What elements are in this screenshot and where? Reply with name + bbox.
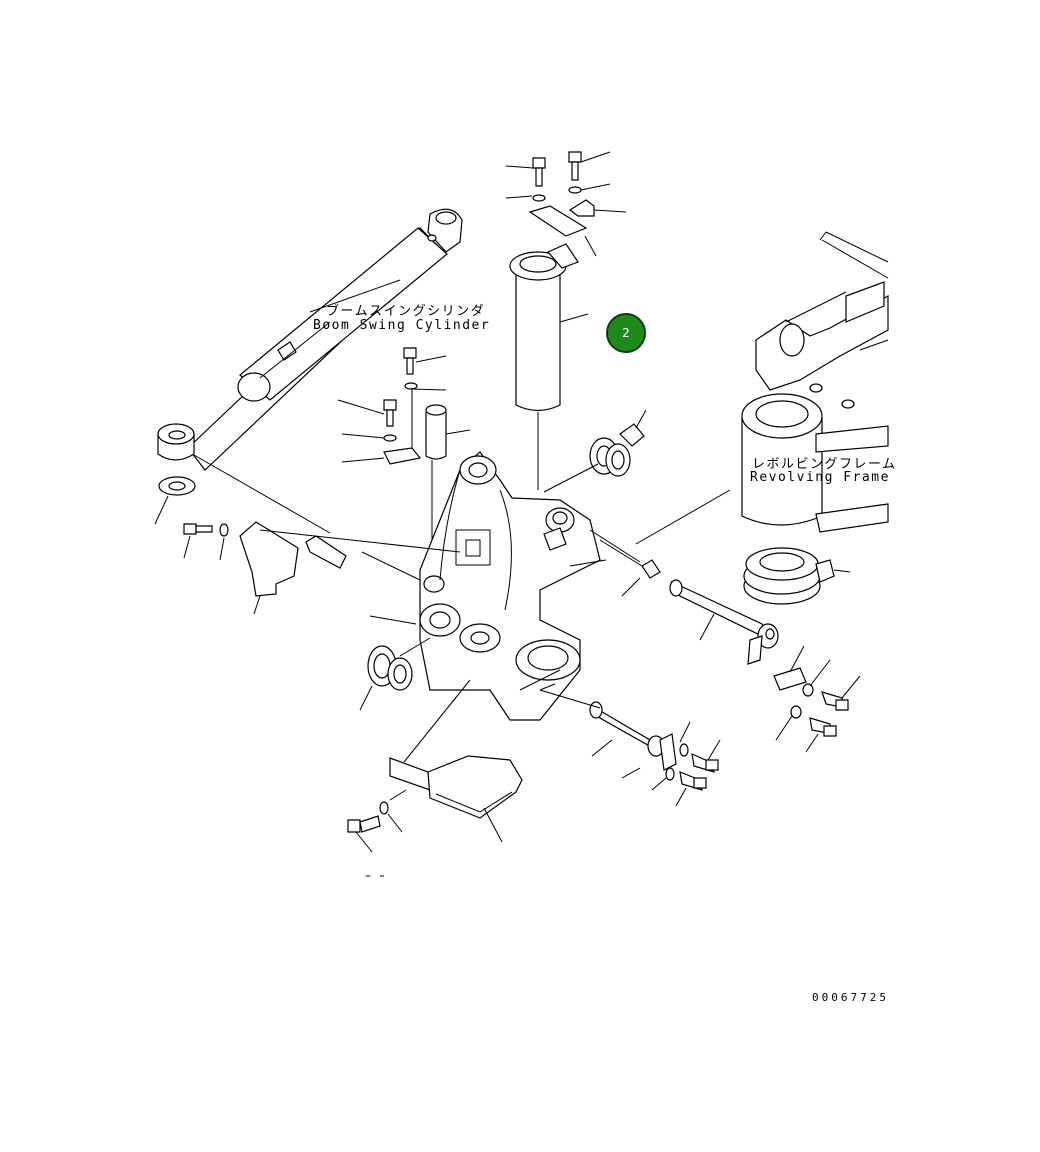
drawing-id: 00067725 <box>812 991 889 1004</box>
revolving-frame-label-en: Revolving Frame <box>750 470 890 485</box>
part-callout-number: 2 <box>622 326 630 340</box>
swing-bracket <box>362 452 640 720</box>
center-left-hardware <box>338 348 470 570</box>
lock-plate-bolts-right <box>774 646 860 752</box>
revolving-frame <box>636 232 888 544</box>
frame-bushing <box>744 548 850 604</box>
revolving-frame-label-jp: レボルビングフレーム <box>752 457 897 472</box>
part-callout-marker[interactable]: 2 <box>606 313 646 353</box>
short-pin-lower <box>540 690 664 756</box>
lock-plate-bolts-lower <box>622 722 720 806</box>
grease-fitting <box>600 540 660 596</box>
bottom-cover <box>348 680 522 876</box>
thrust-washers-right <box>544 410 646 492</box>
long-pin-right <box>670 580 778 664</box>
boom-swing-cylinder-label-en: Boom Swing Cylinder <box>313 318 491 333</box>
upper-bolts-and-plates <box>506 152 626 256</box>
boom-swing-cylinder-label-jp: ブームスイングシリンダ <box>326 304 486 319</box>
clip-bracket-left <box>184 522 460 614</box>
thrust-washers-left <box>360 638 430 710</box>
boom-swing-cylinder <box>155 209 462 533</box>
sleeve-bushing <box>510 244 588 490</box>
